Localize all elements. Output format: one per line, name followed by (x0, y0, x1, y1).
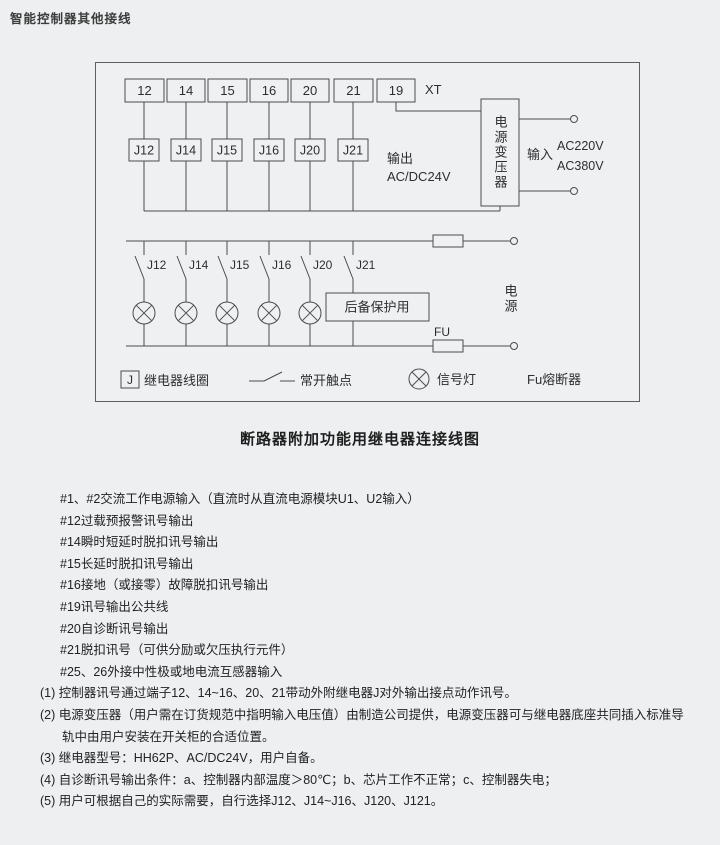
input-label: 输入 (527, 147, 553, 162)
input-voltage-2: AC380V (557, 159, 604, 173)
transformer-input-stubs (519, 118, 570, 192)
power-terminal-top (510, 237, 518, 245)
relay-label: J14 (176, 144, 196, 158)
fuse-box-bottom (432, 339, 464, 353)
signal-lamp-j16 (257, 301, 281, 325)
relay-label: J12 (134, 144, 154, 158)
note-numbered: (5) 用户可根据自己的实际需要，自行选择J12、J14~J16、J120、J1… (40, 794, 444, 809)
contact-label: J20 (313, 258, 333, 272)
terminal-label: 21 (346, 83, 360, 98)
power-terminal-bottom (510, 342, 518, 350)
note-terminal-desc: #20自诊断讯号输出 (60, 621, 169, 636)
circuit-circles (132, 115, 578, 390)
note-terminal-desc: #19讯号输出公共线 (60, 599, 169, 614)
backup-protection-box (325, 292, 430, 322)
terminal-strip-label: XT (425, 82, 442, 97)
relay-box-j20 (294, 138, 326, 162)
terminal-box-12 (124, 78, 165, 103)
legend-lamp-cross (411, 371, 427, 387)
signal-lamp-j20 (298, 301, 322, 325)
signal-lamp-j15 (215, 301, 239, 325)
signal-lamp-j12 (132, 301, 156, 325)
wiring-diagram: 12 14 15 16 20 21 19 XT J12 J14 J15 J16 … (95, 62, 640, 402)
relay-box-j12 (128, 138, 160, 162)
relay-box-j14 (170, 138, 202, 162)
relay-common-bus (143, 161, 501, 212)
contact-label: J14 (189, 258, 209, 272)
legend-lamp-label: 信号灯 (437, 372, 476, 387)
notes-block: #1、#2交流工作电源输入（直流时从直流电源模块U1、U2输入） #12过载预报… (40, 489, 688, 813)
terminal-to-relay-wires (143, 102, 481, 139)
note-terminal-desc: #25、26外接中性极或地电流互感器输入 (60, 664, 283, 679)
relay-label: J15 (217, 144, 237, 158)
contact-drop-wires (143, 241, 354, 255)
terminal-box-21 (333, 78, 374, 103)
legend-coil-symbol: J (127, 373, 133, 387)
note-numbered: (4) 自诊断讯号输出条件：a、控制器内部温度＞80℃；b、芯片工作不正常；c、… (40, 772, 557, 787)
note-terminal-desc: #21脱扣讯号（可供分励或欠压执行元件） (60, 643, 294, 658)
legend-fuse-label: Fu熔断器 (527, 372, 581, 387)
output-label: 输出 (387, 151, 413, 166)
contact-label: J15 (230, 258, 250, 272)
page-section-title: 智能控制器其他接线 (10, 12, 132, 26)
relay-box-j21 (337, 138, 369, 162)
output-voltage-label: AC/DC24V (387, 169, 451, 184)
signal-lamp-j14 (174, 301, 198, 325)
terminal-box-19 (376, 78, 416, 103)
input-voltage-1: AC220V (557, 139, 604, 153)
terminal-label: 16 (262, 83, 276, 98)
relay-label: J21 (343, 144, 363, 158)
terminal-label: 20 (303, 83, 317, 98)
lamp-wires (143, 279, 311, 346)
circuit-svg: 12 14 15 16 20 21 19 XT J12 J14 J15 J16 … (120, 78, 604, 390)
fuse-label: FU (434, 325, 450, 339)
legend-lamp-icon (408, 368, 430, 390)
input-terminal-bottom (570, 187, 578, 195)
note-terminal-desc: #14瞬时短延时脱扣讯号输出 (60, 535, 219, 550)
contact-label: J21 (356, 258, 376, 272)
transformer-label: 电源变压器 (492, 115, 508, 190)
terminal-label: 19 (389, 83, 403, 98)
terminal-label: 12 (137, 83, 151, 98)
contact-label: J12 (147, 258, 167, 272)
terminal-box-20 (290, 78, 330, 103)
terminal-label: 15 (220, 83, 234, 98)
circuit-boxes (120, 78, 520, 389)
terminal-box-14 (166, 78, 206, 103)
terminal-box-15 (207, 78, 248, 103)
contact-blades (134, 255, 354, 280)
note-terminal-desc: #16接地（或接零）故障脱扣讯号输出 (60, 578, 269, 593)
input-terminal-top (570, 115, 578, 123)
lamp-cross-marks (135, 304, 319, 322)
relay-box-j15 (211, 138, 243, 162)
note-numbered: (2) 电源变压器（用户需在订货规范中指明输入电压值）由制造公司提供，电源变压器… (40, 707, 684, 744)
legend-contact-label: 常开触点 (300, 373, 352, 388)
terminal-box-16 (249, 78, 289, 103)
legend-coil-label: 继电器线圈 (144, 373, 209, 388)
contact-label: J16 (272, 258, 292, 272)
note-terminal-desc: #12过载预报警讯号输出 (60, 513, 194, 528)
power-source-label: 电源 (502, 284, 518, 314)
transformer-box (480, 98, 520, 207)
note-terminal-desc: #15长延时脱扣讯号输出 (60, 556, 194, 571)
fuse-box-top (432, 234, 464, 248)
diagram-caption: 断路器附加功能用继电器连接线图 (239, 431, 480, 448)
circuit-wires (126, 102, 570, 387)
relay-box-j16 (253, 138, 285, 162)
relay-label: J20 (300, 144, 320, 158)
terminal-label: 14 (179, 83, 193, 98)
legend-contact-symbol (249, 371, 295, 382)
legend-coil-box (120, 370, 140, 389)
note-numbered: (3) 继电器型号：HH62P、AC/DC24V，用户自备。 (40, 751, 323, 766)
backup-protection-label: 后备保护用 (344, 300, 409, 315)
note-terminal-desc: #1、#2交流工作电源输入（直流时从直流电源模块U1、U2输入） (60, 492, 420, 506)
note-numbered: (1) 控制器讯号通过端子12、14~16、20、21带动外附继电器J对外输出接… (40, 686, 517, 701)
relay-label: J16 (259, 144, 279, 158)
